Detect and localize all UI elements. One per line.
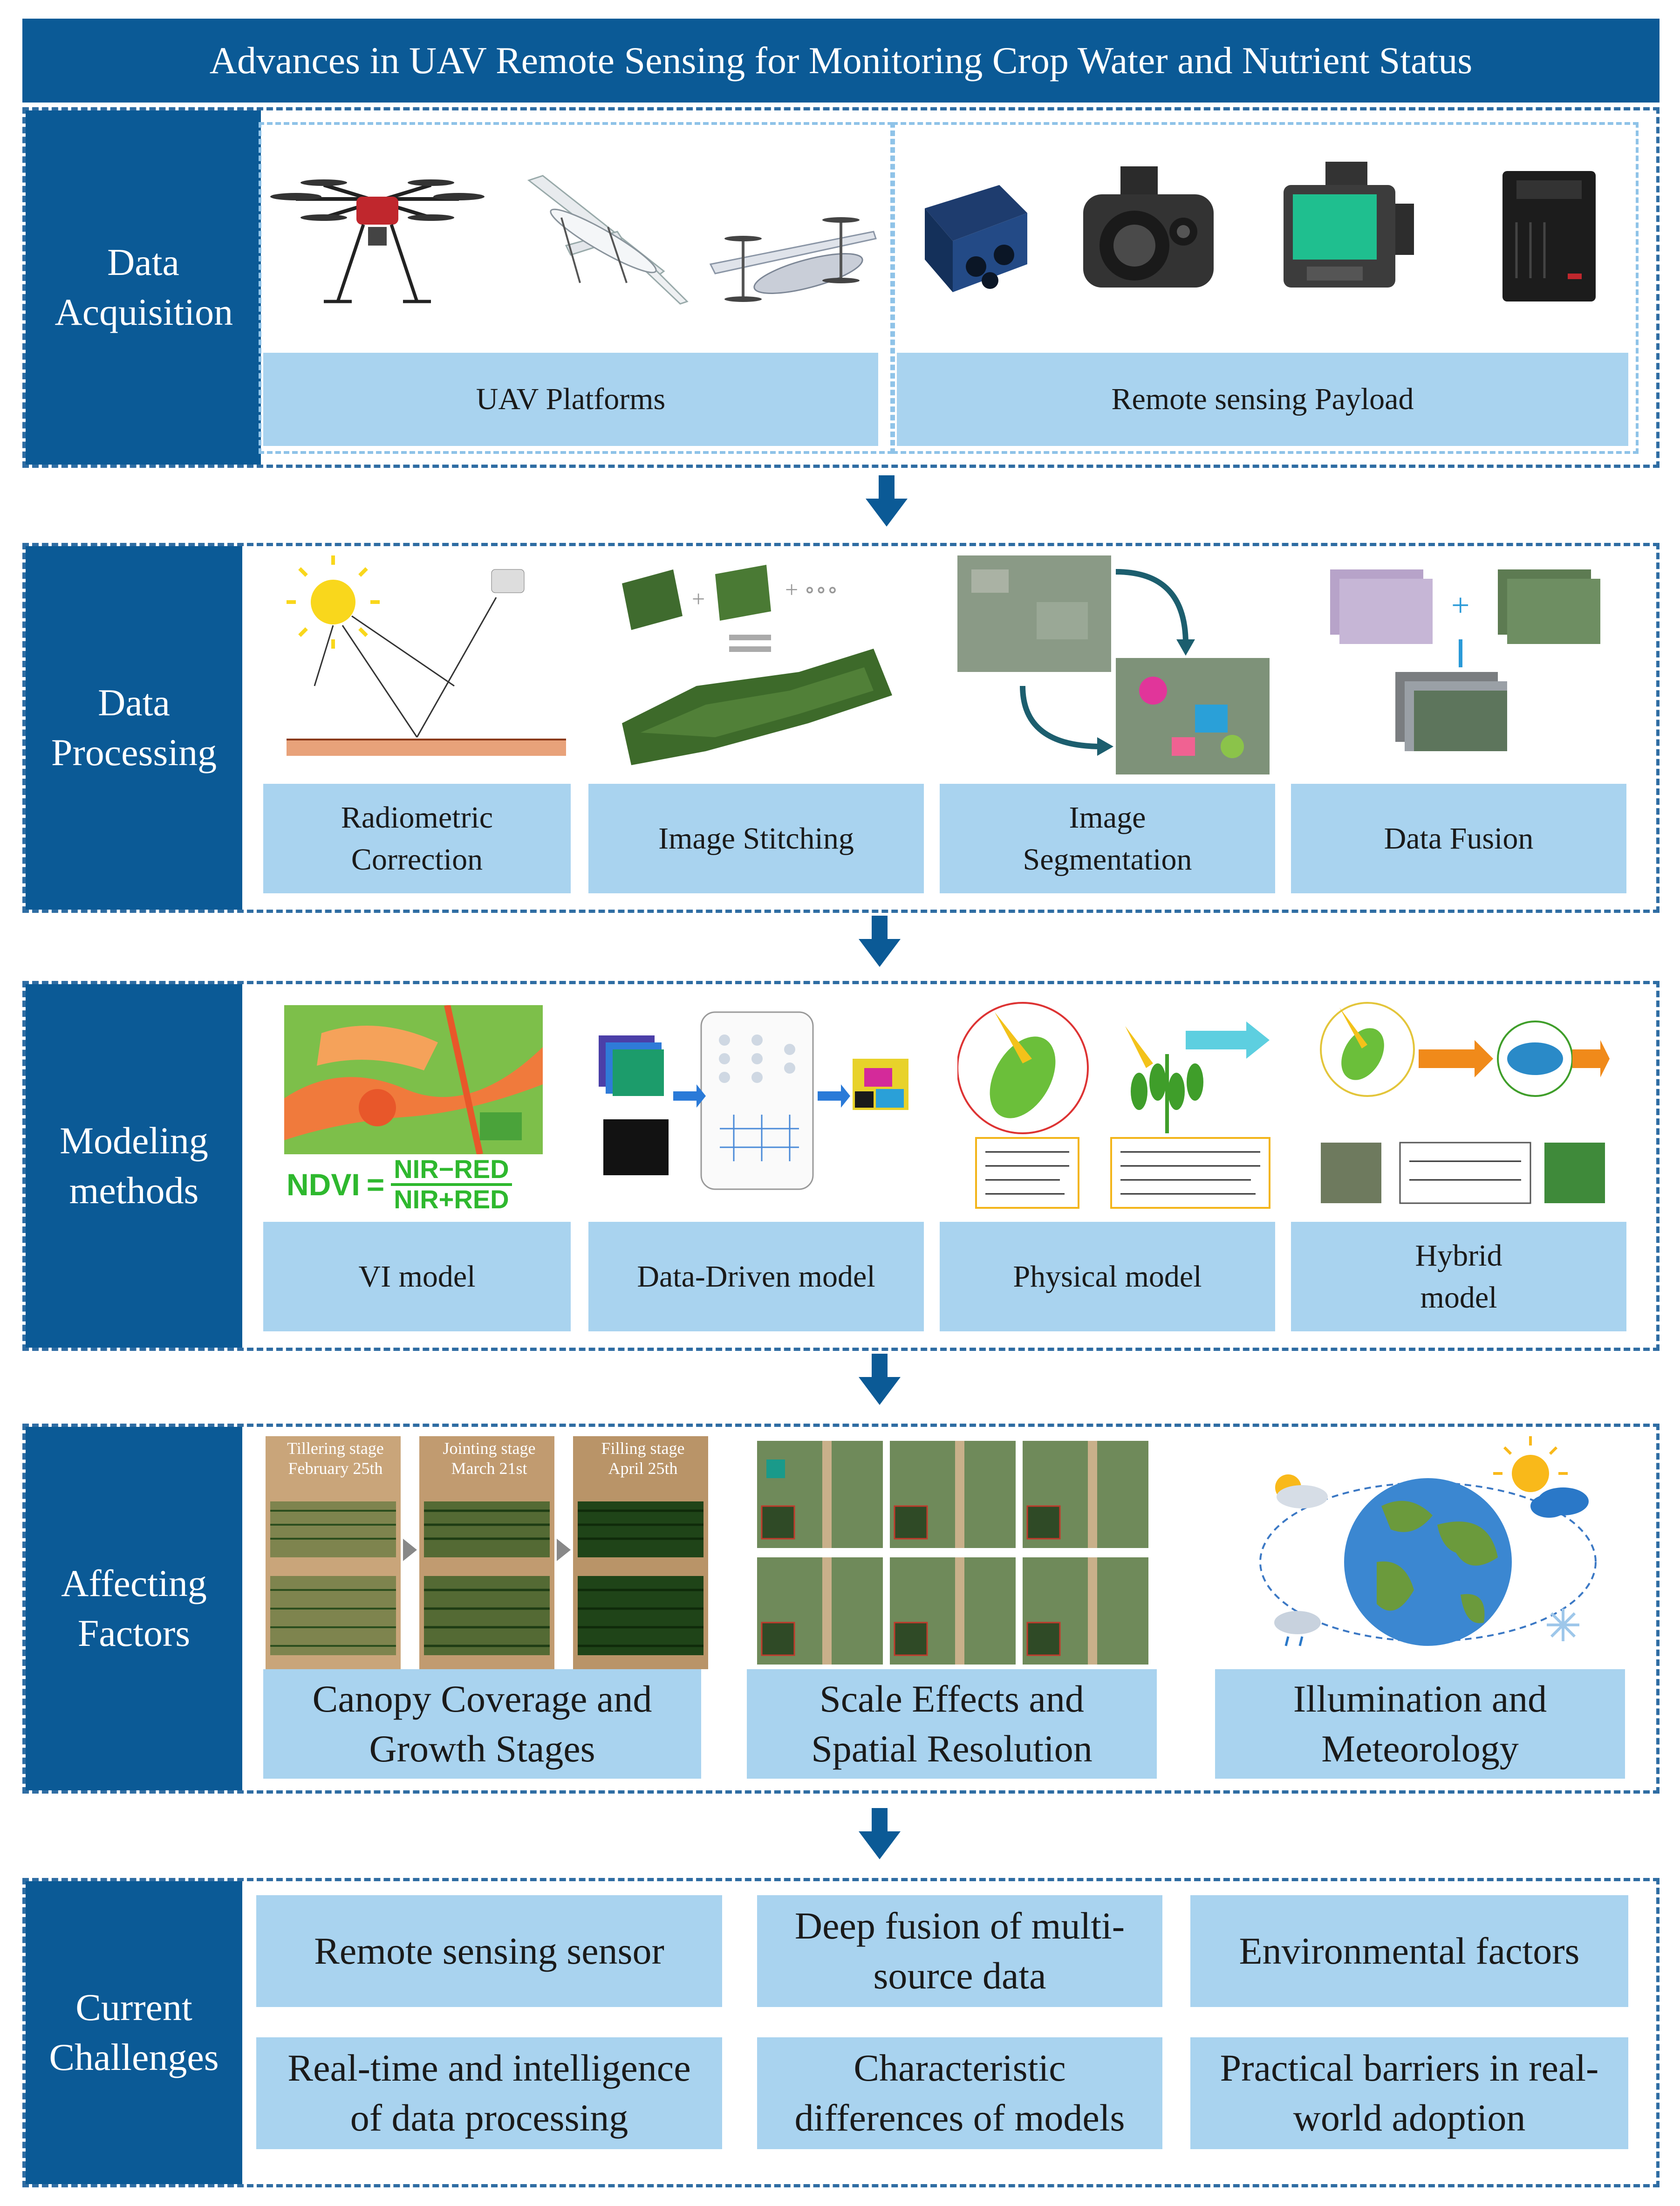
down-arrow-icon (866, 475, 908, 527)
data-driven-diagram (585, 998, 920, 1217)
stage-caption: Tillering stage February 25th (273, 1439, 398, 1479)
physical-model-box: Physical model (940, 1222, 1275, 1331)
label-text: Data Acquisition (55, 241, 233, 333)
lidar-sensor-icon (1489, 162, 1610, 311)
down-arrow-icon (859, 1354, 901, 1405)
data-driven-model-box: Data-Driven model (588, 1222, 924, 1331)
uav-platforms-box: UAV Platforms (263, 353, 878, 446)
cloud-icon (1530, 1487, 1589, 1518)
section-label-data-acquisition: Data Acquisition (26, 110, 261, 465)
svg-text:+ ∘∘∘: + ∘∘∘ (785, 576, 838, 603)
growth-stage-image (573, 1436, 708, 1669)
challenge-box: Remote sensing sensor (256, 1895, 722, 2007)
stage-caption: Jointing stage March 21st (426, 1439, 552, 1479)
ndvi-map (284, 1005, 543, 1154)
stage-caption: Filling stage April 25th (580, 1439, 706, 1479)
multispectral-camera-icon (911, 171, 1037, 301)
hybrid-model-box: Hybrid model (1291, 1222, 1626, 1331)
label-text: Modeling methods (60, 1119, 208, 1212)
label-text: Data Processing (51, 681, 217, 774)
data-fusion-box: Data Fusion (1291, 784, 1626, 893)
section-label-affecting-factors: Affecting Factors (26, 1427, 242, 1790)
vtol-uav-icon (701, 185, 883, 315)
physical-model-diagram (957, 998, 1274, 1217)
globe-weather-illustration (1237, 1436, 1619, 1669)
data-fusion-diagram: + (1321, 560, 1610, 765)
ndvi-label: NDVI (287, 1167, 360, 1202)
snowflake-icon (1547, 1609, 1579, 1641)
challenge-box: Deep fusion of multi-source data (757, 1895, 1162, 2007)
hybrid-model-diagram (1311, 998, 1610, 1217)
svg-text:+: + (1451, 588, 1469, 623)
radiometric-diagram (277, 555, 575, 770)
ndvi-formula: NDVI = NIR−RED NIR+RED (287, 1154, 547, 1215)
stage-date: March 21st (451, 1459, 527, 1478)
thermal-camera-icon (1065, 162, 1232, 311)
down-arrow-icon (859, 1808, 901, 1859)
ndvi-denominator: NIR+RED (394, 1185, 509, 1214)
uav-platforms-panel (259, 122, 893, 454)
growth-stage-image (419, 1436, 554, 1669)
label-text: Affecting Factors (61, 1562, 207, 1654)
payload-panel (892, 122, 1639, 454)
vi-model-box: VI model (263, 1222, 571, 1331)
stage-name: Tillering stage (287, 1439, 384, 1458)
section-label-current-challenges: Current Challenges (26, 1881, 242, 2184)
image-stitching-box: Image Stitching (588, 784, 924, 893)
challenge-box: Environmental factors (1190, 1895, 1628, 2007)
radiometric-correction-box: Radiometric Correction (263, 784, 571, 893)
remote-sensing-payload-box: Remote sensing Payload (897, 353, 1628, 446)
section-data-processing: Data Processing + (22, 543, 1660, 913)
down-arrow-icon (859, 916, 901, 967)
stage-name: Jointing stage (443, 1439, 536, 1458)
chevron-right-icon (557, 1539, 571, 1561)
illumination-box: Illumination and Meteorology (1215, 1669, 1625, 1779)
stage-date: April 25th (608, 1459, 678, 1478)
section-label-data-processing: Data Processing (26, 546, 242, 910)
image-segmentation-diagram (953, 551, 1274, 779)
stage-date: February 25th (288, 1459, 383, 1478)
section-current-challenges: Current Challenges Remote sensing sensor… (22, 1878, 1660, 2187)
section-modeling-methods: Modeling methods NDVI = NIR−RED NIR+RED (22, 981, 1660, 1351)
challenge-box: Real-time and intelligence of data proce… (256, 2037, 722, 2149)
challenge-box: Characteristic differences of models (757, 2037, 1162, 2149)
fixed-wing-uav-icon (501, 162, 697, 320)
sun-icon (1493, 1436, 1568, 1492)
chevron-right-icon (403, 1539, 417, 1561)
svg-text:+: + (692, 586, 705, 612)
stage-name: Filling stage (601, 1439, 685, 1458)
growth-stage-image (266, 1436, 401, 1669)
page-title: Advances in UAV Remote Sensing for Monit… (22, 19, 1660, 103)
ndvi-fraction: NIR−RED NIR+RED (391, 1155, 512, 1214)
hyperspectral-camera-icon (1274, 157, 1419, 306)
section-affecting-factors: Affecting Factors Tillering stage Februa… (22, 1424, 1660, 1794)
challenge-box: Practical barriers in real-world adoptio… (1190, 2037, 1628, 2149)
section-label-modeling-methods: Modeling methods (26, 984, 242, 1348)
scale-effects-box: Scale Effects and Spatial Resolution (747, 1669, 1157, 1779)
ndvi-equals: = (366, 1167, 385, 1202)
spatial-resolution-mosaic (752, 1436, 1153, 1669)
drone-icon (268, 171, 487, 315)
section-data-acquisition: Data Acquisition (22, 107, 1660, 468)
canopy-coverage-box: Canopy Coverage and Growth Stages (263, 1669, 701, 1779)
ndvi-numerator: NIR−RED (391, 1155, 512, 1186)
image-segmentation-box: Image Segmentation (940, 784, 1275, 893)
label-text: Current Challenges (49, 1986, 219, 2078)
image-stitching-diagram: + + ∘∘∘ (613, 555, 901, 774)
